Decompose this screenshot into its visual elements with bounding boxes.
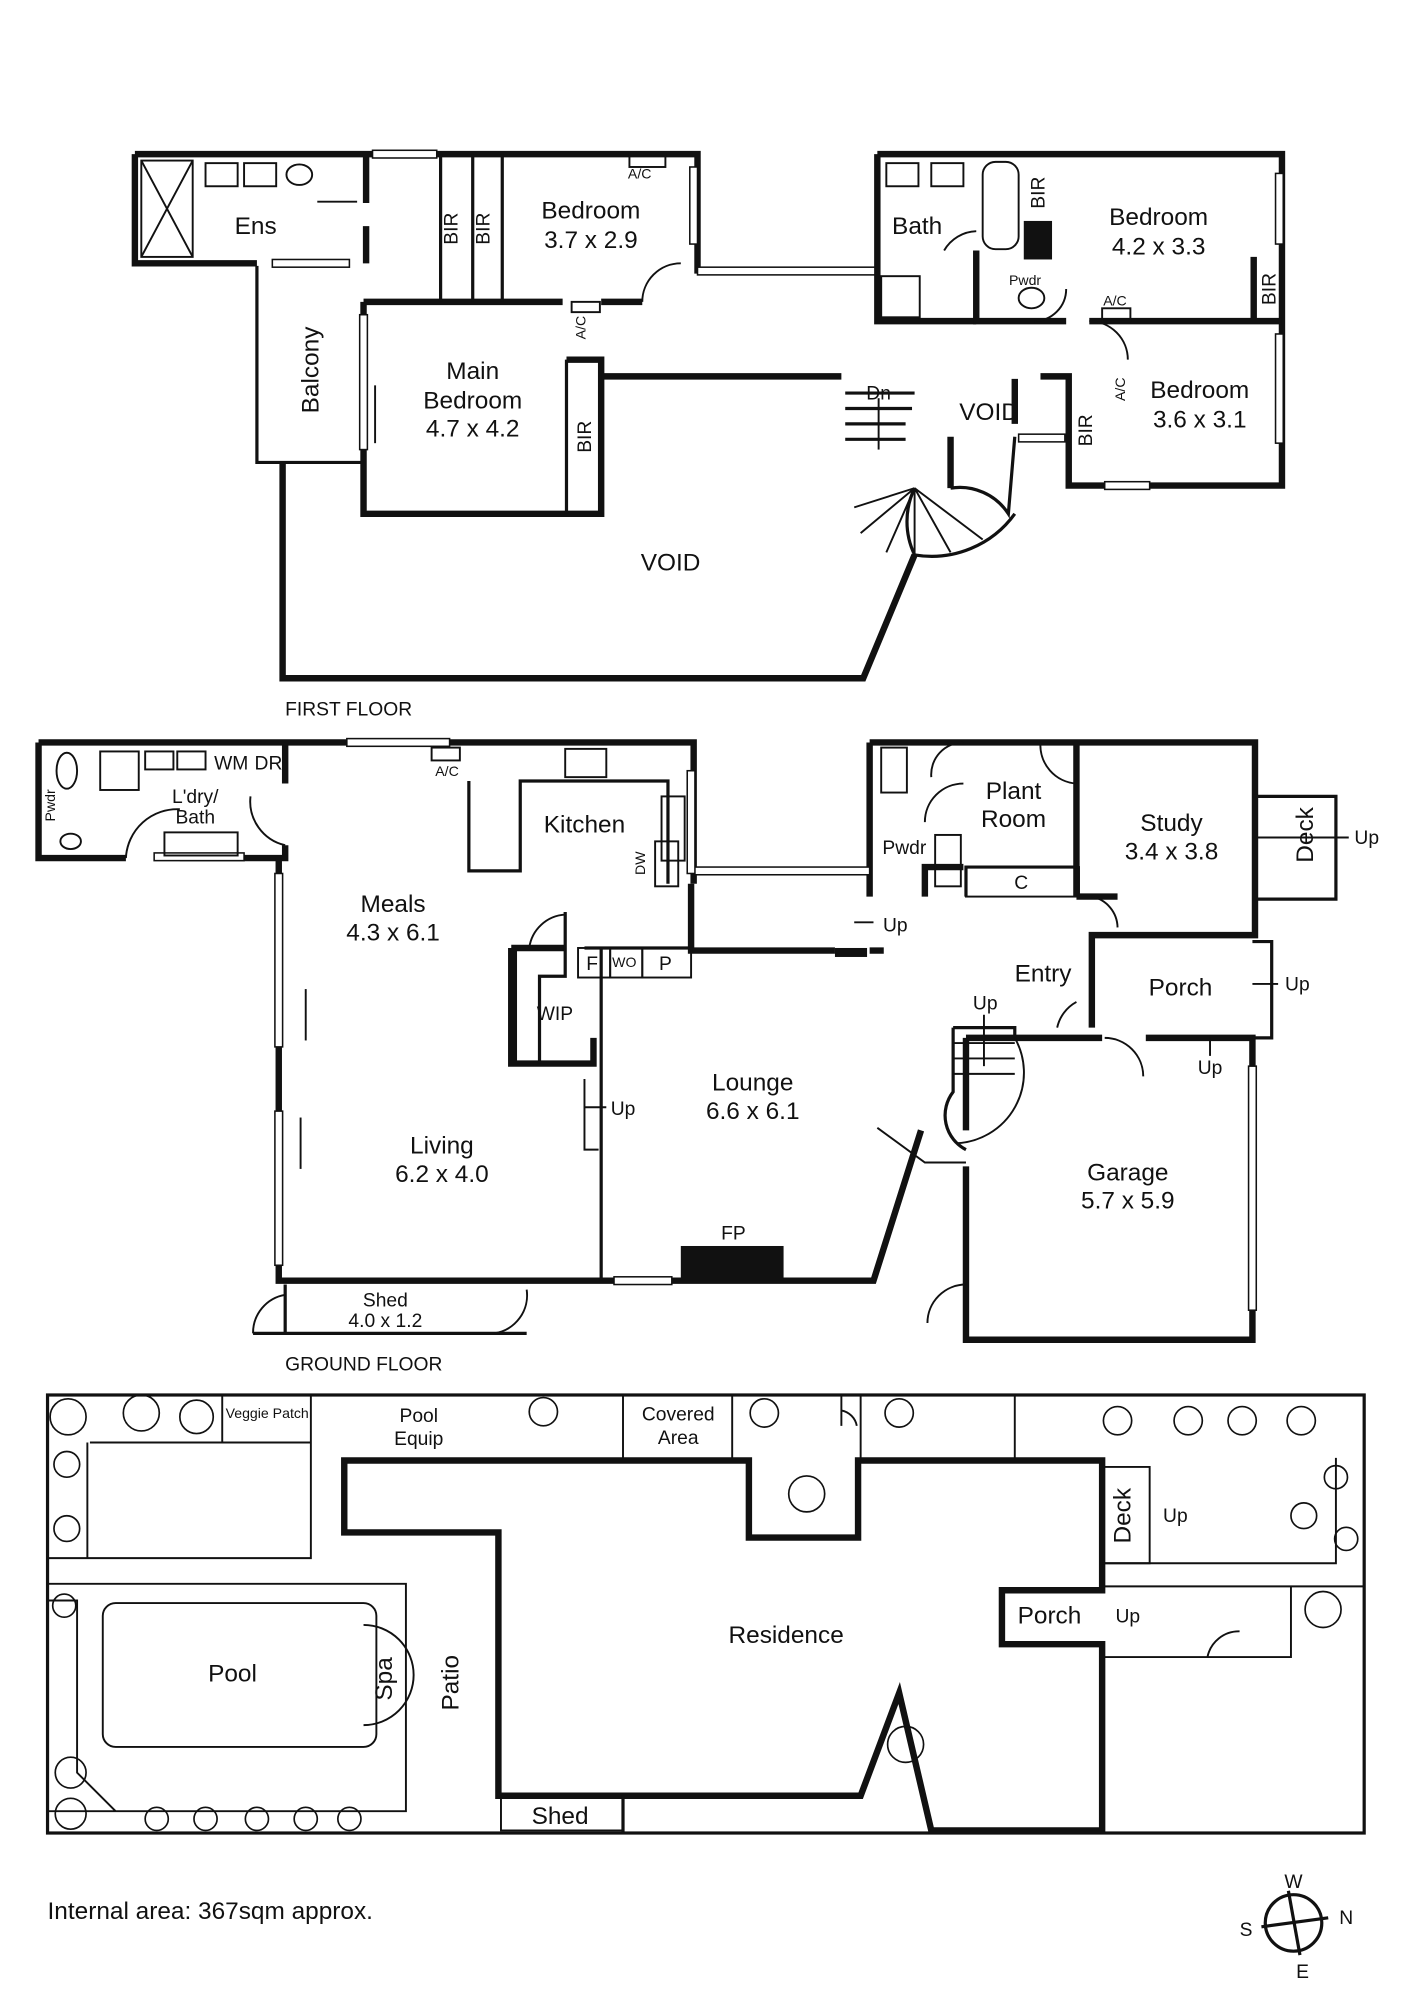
covered-area-label: Covered xyxy=(642,1405,715,1426)
stairs-down-label: Dn xyxy=(866,383,891,404)
room-kitchen: Kitchen xyxy=(544,811,625,838)
up-label: Up xyxy=(1285,974,1310,995)
up-label: Up xyxy=(1116,1606,1141,1627)
ac-label: A/C xyxy=(1112,377,1128,401)
pool-label: Pool xyxy=(208,1660,257,1687)
room-bedroom-name: Bedroom xyxy=(1150,377,1249,404)
room-wip: WIP xyxy=(537,1004,573,1025)
ground-floor-plan: Pwdr WM DR L'dry/ Bath A/C Kitchen DW Me… xyxy=(35,737,1379,1376)
first-floor-plan: Ens BIR BIR Bedroom 3.7 x 2.9 A/C Balcon… xyxy=(131,149,1286,720)
first-floor-title: FIRST FLOOR xyxy=(285,699,412,720)
wo-label: WO xyxy=(612,954,636,970)
up-label: Up xyxy=(973,994,998,1015)
shed-label: Shed xyxy=(532,1803,589,1830)
room-meals-name: Meals xyxy=(361,891,426,918)
patio-label: Patio xyxy=(438,1655,465,1711)
bir-label: BIR xyxy=(1028,177,1049,209)
ac-label: A/C xyxy=(1103,293,1127,309)
bir-label: BIR xyxy=(441,213,462,245)
room-study-name: Study xyxy=(1140,810,1203,837)
p-label: P xyxy=(659,954,672,975)
residence-label: Residence xyxy=(729,1622,844,1649)
room-pwdr: Pwdr xyxy=(882,838,926,859)
room-main-bedroom-name: Bedroom xyxy=(423,387,522,414)
bir-label: BIR xyxy=(575,421,596,453)
f-label: F xyxy=(586,954,598,975)
room-ens: Ens xyxy=(235,213,277,240)
ac-label: A/C xyxy=(573,316,589,340)
wm-label: WM xyxy=(214,753,248,774)
room-pwdr: Pwdr xyxy=(42,789,58,821)
dw-label: DW xyxy=(632,851,648,875)
fireplace-label: FP xyxy=(721,1224,746,1245)
room-plant-room: Plant xyxy=(986,778,1042,805)
compass-e: E xyxy=(1296,1962,1309,1983)
up-label: Up xyxy=(1198,1058,1223,1079)
room-entry: Entry xyxy=(1015,960,1073,987)
room-bedroom-name: Bedroom xyxy=(1109,204,1208,231)
room-lounge-name: Lounge xyxy=(712,1070,793,1097)
tree-icons xyxy=(49,1394,1359,1832)
room-garage-name: Garage xyxy=(1087,1159,1168,1186)
compass-s: S xyxy=(1240,1920,1253,1941)
room-living-name: Living xyxy=(410,1133,474,1160)
ac-label: A/C xyxy=(628,166,652,182)
dr-label: DR xyxy=(255,753,283,774)
bir-label: BIR xyxy=(473,213,494,245)
room-laundry: Bath xyxy=(175,807,215,828)
pool-equip-label: Equip xyxy=(394,1429,443,1450)
room-main-bedroom-name: Main xyxy=(446,358,499,385)
covered-area-label: Area xyxy=(658,1428,699,1449)
room-bedroom-size: 4.2 x 3.3 xyxy=(1112,233,1206,260)
spa-label: Spa xyxy=(371,1657,398,1701)
room-shed-name: Shed xyxy=(363,1290,408,1311)
room-meals-size: 4.3 x 6.1 xyxy=(346,919,440,946)
bir-label: BIR xyxy=(1076,414,1097,446)
up-label: Up xyxy=(883,915,908,936)
room-balcony: Balcony xyxy=(298,326,325,414)
void-label: VOID xyxy=(641,549,701,576)
room-bedroom-name: Bedroom xyxy=(541,197,640,224)
room-main-bedroom-size: 4.7 x 4.2 xyxy=(426,416,520,443)
ac-label: A/C xyxy=(435,763,459,779)
room-bath: Bath xyxy=(892,213,942,240)
site-plan: Veggie Patch Pool Equip Covered Area Poo… xyxy=(45,1393,1366,1835)
up-label: Up xyxy=(1163,1506,1188,1527)
room-lounge-size: 6.6 x 6.1 xyxy=(706,1098,800,1125)
room-porch: Porch xyxy=(1149,975,1213,1002)
room-laundry: L'dry/ xyxy=(172,787,219,808)
room-plant-room: Room xyxy=(981,806,1046,833)
room-living-size: 6.2 x 4.0 xyxy=(395,1161,489,1188)
veggie-patch-label: Veggie Patch xyxy=(226,1405,309,1421)
room-bedroom-size: 3.7 x 2.9 xyxy=(544,227,638,254)
room-pwdr: Pwdr xyxy=(1009,272,1041,288)
porch-label: Porch xyxy=(1018,1603,1082,1630)
room-shed-size: 4.0 x 1.2 xyxy=(348,1311,422,1332)
up-label: Up xyxy=(611,1099,636,1120)
up-label: Up xyxy=(1354,828,1379,849)
compass-w: W xyxy=(1284,1872,1303,1893)
room-study-size: 3.4 x 3.8 xyxy=(1125,838,1219,865)
compass-icon: W E S N xyxy=(1240,1872,1354,1983)
cupboard-label: C xyxy=(1014,873,1028,894)
ground-floor-title: GROUND FLOOR xyxy=(285,1355,442,1376)
bir-label: BIR xyxy=(1260,273,1281,305)
room-deck: Deck xyxy=(1292,806,1319,862)
pool-equip-label: Pool xyxy=(400,1406,439,1427)
deck-label: Deck xyxy=(1109,1487,1136,1543)
room-bedroom-size: 3.6 x 3.1 xyxy=(1153,407,1247,434)
room-garage-size: 5.7 x 5.9 xyxy=(1081,1188,1175,1215)
compass-n: N xyxy=(1339,1908,1353,1929)
internal-area-text: Internal area: 367sqm approx. xyxy=(48,1898,373,1925)
void-label: VOID xyxy=(959,399,1019,426)
